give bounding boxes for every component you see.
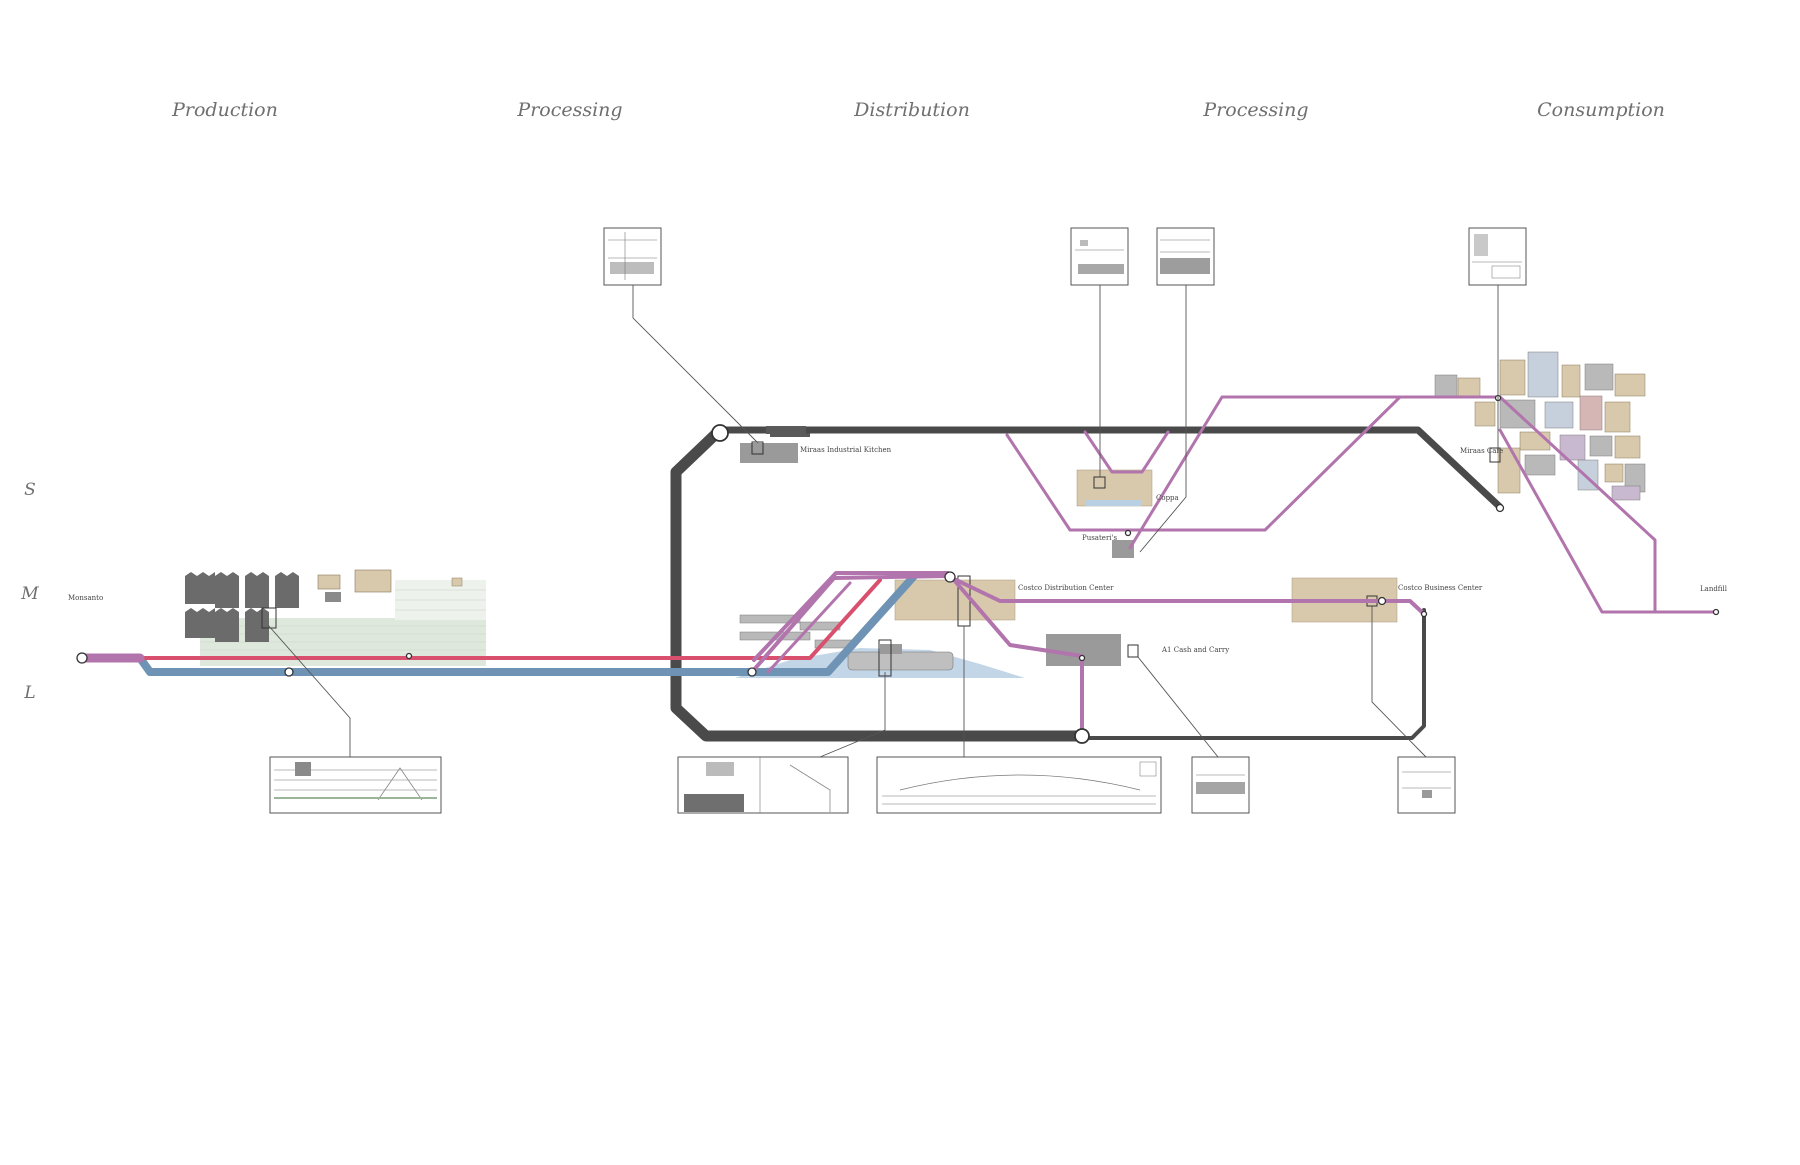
ship — [847, 651, 954, 671]
thumbnail-production — [269, 756, 442, 814]
route-red — [138, 578, 882, 660]
node-red-mid — [405, 652, 413, 660]
label-landfill: Landfill — [1700, 585, 1728, 593]
greenhouse-cluster — [185, 572, 299, 642]
stage-title-distribution: Distribution — [853, 99, 970, 121]
leader-lines — [267, 285, 1499, 758]
scale-label-m: M — [20, 584, 39, 604]
route-purple-coppa-east — [1128, 395, 1402, 550]
stage-title-processing-2: Processing — [1202, 99, 1308, 121]
route-purple-pusateris — [1123, 395, 1502, 532]
leader-pusateris — [1139, 285, 1187, 553]
coppa-marker — [1093, 476, 1106, 489]
label-miraas-cafe: Miraas Cafe — [1460, 447, 1503, 455]
leader-kitchen — [632, 285, 759, 444]
city-cluster — [1434, 351, 1646, 501]
silo-building — [354, 569, 392, 593]
leader-a1 — [1137, 656, 1219, 758]
label-coppa: Coppa — [1156, 494, 1179, 502]
stage-title-production: Production — [171, 99, 278, 121]
route-purple-coppa-v — [1083, 430, 1170, 474]
thumbnail-a1 — [1191, 756, 1250, 814]
node-costco-distribution — [944, 571, 956, 583]
stage-title-processing-1: Processing — [516, 99, 622, 121]
route-purple-cafe — [1498, 428, 1657, 614]
node-road-south — [1074, 728, 1090, 744]
road-loop — [670, 424, 1088, 742]
barn-building — [317, 574, 341, 590]
a1-marker — [1127, 644, 1139, 658]
thumbnail-kitchen — [603, 227, 662, 286]
label-a1-cash-and-carry: A1 Cash and Carry — [1161, 646, 1229, 654]
route-purple-port-b — [766, 581, 852, 674]
label-pusateris: Pusateri's — [1082, 534, 1117, 542]
leader-port — [819, 672, 886, 758]
thumbnail-costco-distribution — [876, 756, 1162, 814]
miraas-industrial-kitchen-building — [740, 443, 798, 463]
leader-production — [267, 624, 351, 757]
shed-building — [451, 577, 463, 587]
miraas-cafe-marker — [1489, 447, 1501, 463]
pusateris-building — [1112, 540, 1134, 558]
production-site — [185, 569, 486, 666]
node-port — [747, 667, 757, 677]
thumbnail-costco-business — [1397, 756, 1456, 814]
route-purple-a1 — [752, 571, 1084, 740]
thumbnail-pusateris — [1156, 227, 1215, 286]
scale-label-s: S — [24, 480, 36, 500]
label-monsanto: Monsanto — [68, 594, 103, 602]
node-landfill — [1712, 608, 1720, 616]
node-costco-business — [1377, 596, 1387, 606]
route-network — [77, 395, 1718, 740]
node-pusateris — [1124, 529, 1132, 537]
node-road-northwest — [711, 424, 729, 442]
production-marker — [261, 607, 277, 629]
road-network — [670, 424, 1504, 742]
node-road-east — [1420, 610, 1428, 618]
route-purple-coppa-west — [1005, 433, 1127, 532]
tractor — [325, 592, 341, 602]
nodes — [76, 394, 1720, 744]
route-purple-landfill — [1498, 395, 1718, 614]
node-road-northeast — [1495, 503, 1505, 513]
thumbnail-port — [677, 756, 849, 814]
route-purple-business — [946, 574, 1426, 616]
thumbnail-coppa — [1070, 227, 1129, 286]
route-purple-port — [750, 574, 950, 674]
node-monsanto — [76, 652, 88, 664]
road-upper — [716, 426, 1504, 511]
label-costco-distribution-center: Costco Distribution Center — [1018, 584, 1114, 592]
scale-label-l: L — [23, 683, 35, 703]
road-east — [1080, 608, 1426, 740]
label-costco-business-center: Costco Business Center — [1398, 584, 1483, 592]
node-blue-production — [284, 667, 294, 677]
leader-costco-business — [1371, 606, 1427, 758]
thumbnail-miraas-cafe — [1468, 227, 1527, 286]
road-kitchen-notch — [766, 426, 806, 434]
coppa-pool — [1086, 500, 1142, 506]
label-miraas-industrial-kitchen: Miraas Industrial Kitchen — [800, 446, 892, 454]
node-a1 — [1078, 654, 1086, 662]
stage-title-consumption: Consumption — [1537, 99, 1665, 121]
